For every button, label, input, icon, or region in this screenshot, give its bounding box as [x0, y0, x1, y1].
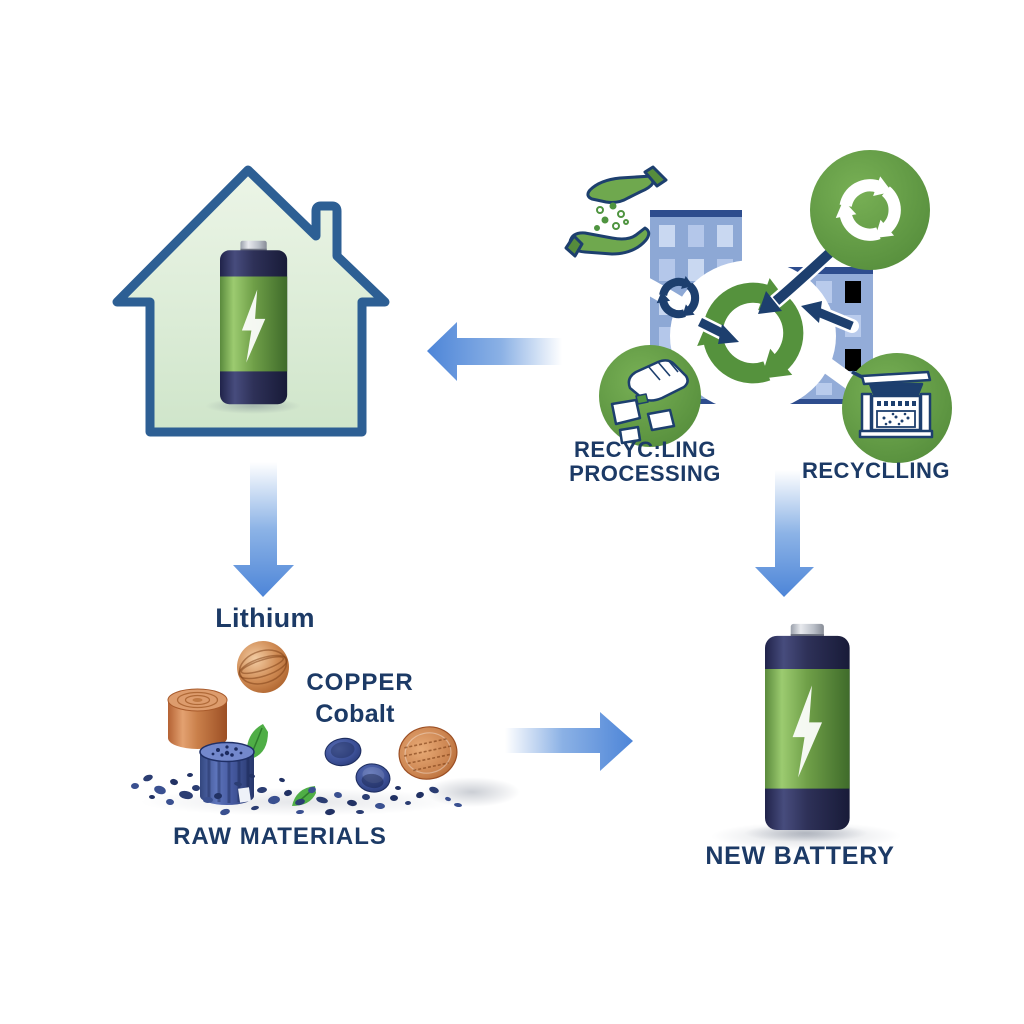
recycle-badge-icon — [810, 150, 930, 270]
arrow-recycling-to-battery — [755, 470, 814, 597]
label-raw-materials: RAW MATERIALS — [173, 823, 387, 850]
label-copper: COPPER — [306, 669, 414, 696]
label-recycling-processing: RECYC:LING PROCESSING — [535, 438, 755, 486]
label-cobalt: Cobalt — [315, 700, 395, 728]
home-battery-icon — [220, 240, 288, 405]
cobalt-spool — [199, 741, 255, 805]
arrow-home-to-materials — [233, 462, 294, 597]
arrow-into-center — [693, 315, 739, 344]
recycling-facility — [564, 150, 952, 463]
copper-coin — [398, 726, 458, 780]
new-battery-icon — [711, 623, 901, 850]
recycle-blob — [670, 260, 836, 412]
mineral-granules — [131, 772, 462, 816]
cobalt-bowl — [355, 763, 391, 793]
arrow-facility-to-home — [427, 322, 562, 381]
hands-sorting-icon — [599, 345, 701, 447]
arrow-right-to-center — [801, 301, 859, 333]
label-recycling-processing-line2: PROCESSING — [569, 461, 721, 486]
copper-cylinder — [167, 688, 228, 749]
label-recycling-processing-line1: RECYC:LING — [574, 437, 716, 462]
raw-materials-cluster — [131, 641, 520, 816]
label-recyclling: RECYCLLING — [802, 458, 950, 483]
arrow-badge-to-center — [758, 240, 843, 314]
copper-sphere — [237, 641, 289, 693]
house-with-battery — [112, 165, 390, 437]
label-new-battery: NEW BATTERY — [705, 842, 895, 870]
shredder-machine-icon — [842, 353, 952, 463]
cobalt-disc — [324, 737, 362, 767]
arrow-materials-to-battery — [505, 712, 633, 771]
label-lithium: Lithium — [215, 603, 315, 633]
hands-seeds-icon — [564, 165, 668, 258]
